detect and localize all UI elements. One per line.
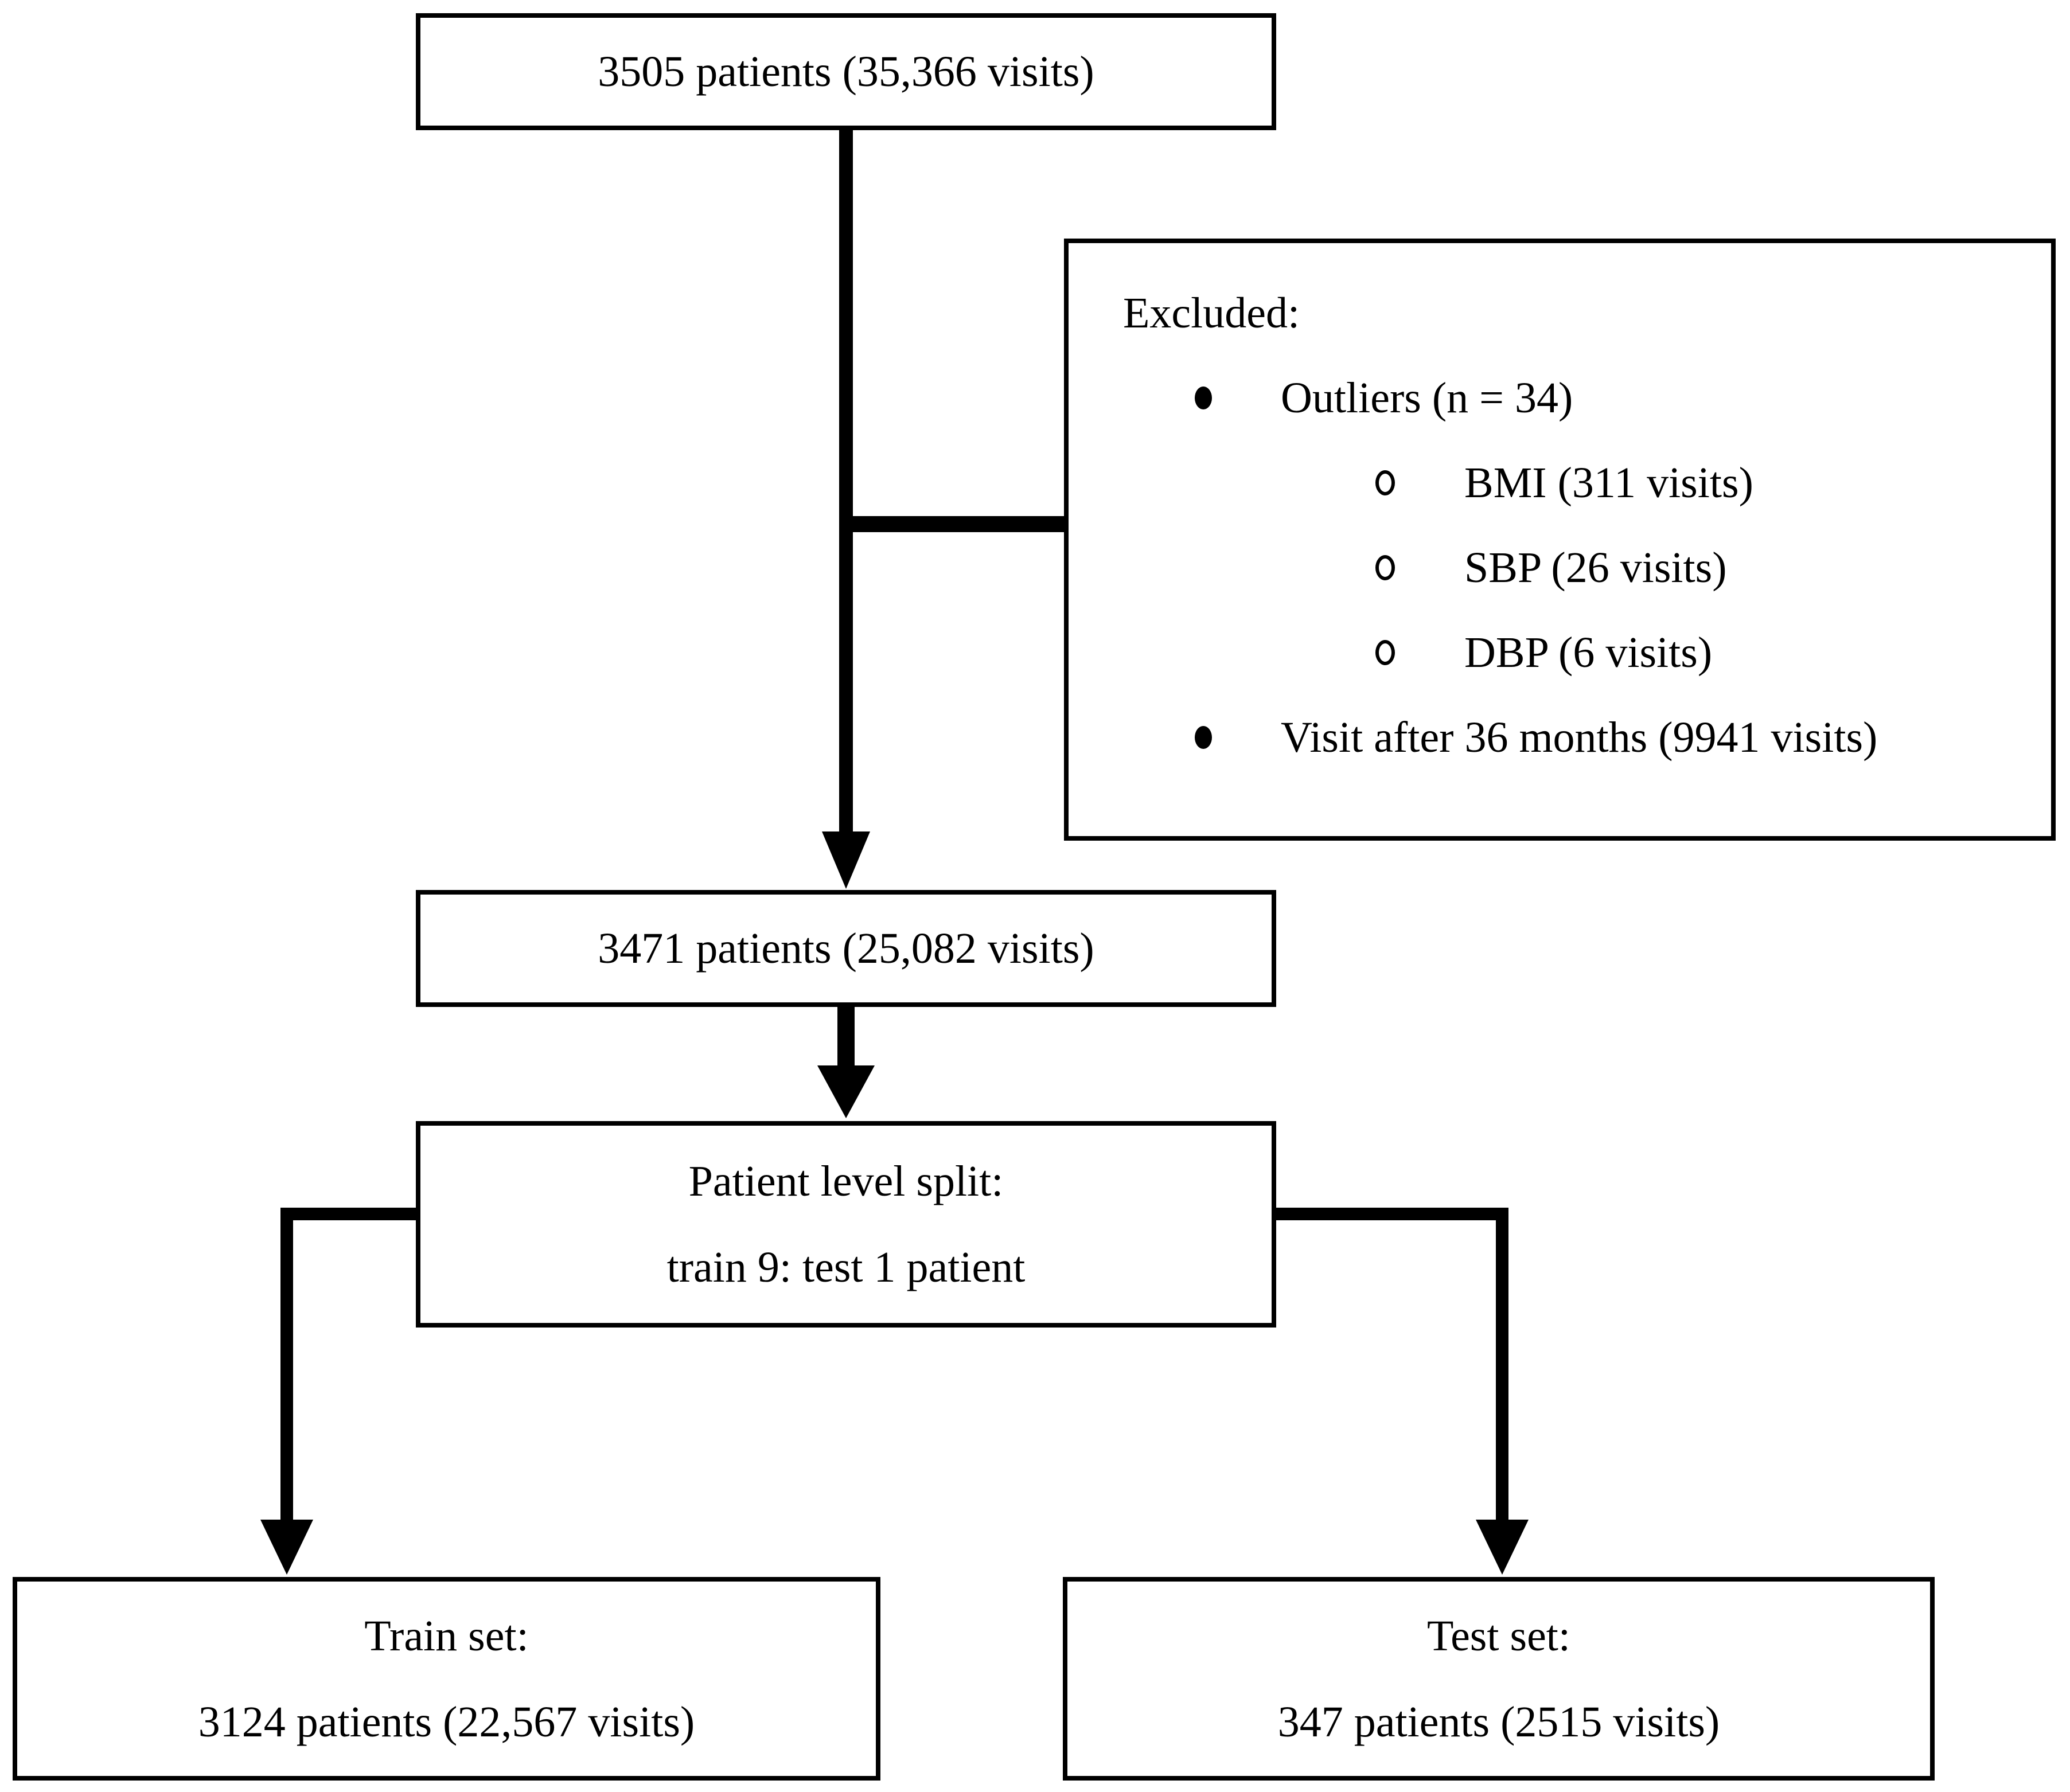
test-set-count: 347 patients (2515 visits) xyxy=(1277,1697,1720,1746)
excluded-subitem-label: DBP (6 visits) xyxy=(1464,628,1713,677)
disc-bullet-icon xyxy=(1195,386,1212,409)
circle-bullet-icon xyxy=(1375,470,1395,495)
excluded-item-label: Outliers (n = 34) xyxy=(1281,373,1573,422)
connector-initial-to-filtered xyxy=(839,130,853,834)
excluded-subitem: DBP (6 visits) xyxy=(1069,610,2051,695)
excluded-subitem: SBP (26 visits) xyxy=(1069,525,2051,610)
excluded-heading: Excluded: xyxy=(1069,271,2051,356)
connector-split-to-test-horizontal xyxy=(1272,1208,1508,1220)
circle-bullet-icon xyxy=(1375,640,1395,665)
excluded-item: Outliers (n = 34) xyxy=(1069,356,2051,440)
arrowhead-down-icon xyxy=(822,831,870,889)
node-filtered-cohort: 3471 patients (25,082 visits) xyxy=(416,890,1276,1007)
test-set-title: Test set: xyxy=(1426,1611,1571,1660)
node-train-set: Train set: 3124 patients (22,567 visits) xyxy=(13,1577,880,1781)
arrowhead-down-icon xyxy=(260,1520,313,1575)
train-set-title: Train set: xyxy=(364,1611,529,1660)
node-excluded: Excluded: Outliers (n = 34) BMI (311 vis… xyxy=(1064,239,2056,841)
initial-cohort-label: 3505 patients (35,366 visits) xyxy=(598,48,1094,96)
node-patient-split: Patient level split: train 9: test 1 pat… xyxy=(416,1121,1276,1328)
node-test-set: Test set: 347 patients (2515 visits) xyxy=(1063,1577,1935,1781)
connector-filtered-to-split xyxy=(837,1007,855,1068)
excluded-heading-label: Excluded: xyxy=(1123,288,1300,337)
node-initial-cohort: 3505 patients (35,366 visits) xyxy=(416,13,1276,130)
connector-split-to-train-vertical xyxy=(280,1208,293,1522)
excluded-subitem-label: BMI (311 visits) xyxy=(1464,458,1753,507)
disc-bullet-icon xyxy=(1195,726,1212,749)
excluded-item: Visit after 36 months (9941 visits) xyxy=(1069,695,2051,780)
filtered-cohort-label: 3471 patients (25,082 visits) xyxy=(598,924,1094,973)
train-set-count: 3124 patients (22,567 visits) xyxy=(198,1697,695,1746)
circle-bullet-icon xyxy=(1375,555,1395,580)
connector-excluded-branch xyxy=(846,516,1064,532)
excluded-item-label: Visit after 36 months (9941 visits) xyxy=(1281,713,1878,762)
arrowhead-down-icon xyxy=(817,1065,875,1118)
patient-split-line2: train 9: test 1 patient xyxy=(666,1243,1026,1291)
connector-split-to-test-vertical xyxy=(1496,1208,1508,1522)
patient-split-line1: Patient level split: xyxy=(688,1157,1004,1205)
excluded-subitem: BMI (311 visits) xyxy=(1069,440,2051,525)
excluded-subitem-label: SBP (26 visits) xyxy=(1464,543,1727,592)
arrowhead-down-icon xyxy=(1476,1520,1529,1575)
connector-split-to-train-horizontal xyxy=(280,1208,420,1220)
